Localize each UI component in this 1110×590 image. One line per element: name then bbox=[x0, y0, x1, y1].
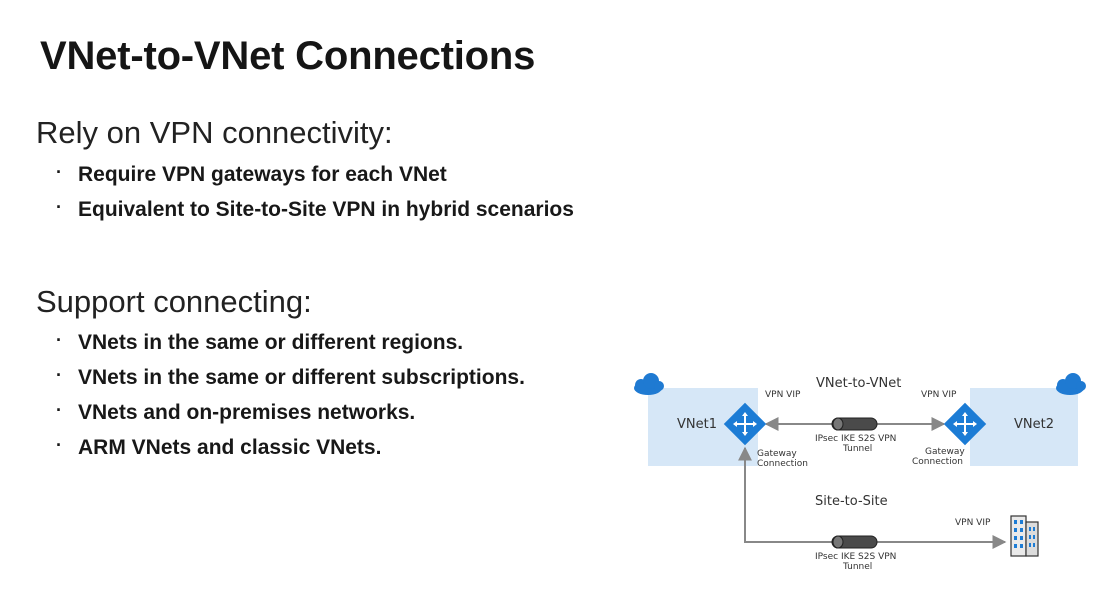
gateway-connection-label: Connection bbox=[757, 459, 808, 469]
cloud-icon bbox=[634, 373, 664, 395]
section-heading-vpn: Rely on VPN connectivity: bbox=[36, 115, 393, 150]
gateway-connection-label: Gateway bbox=[757, 449, 797, 459]
bullet-item: ·ARM VNets and classic VNets. bbox=[56, 430, 525, 465]
cloud-icon bbox=[1056, 373, 1086, 395]
vpn-tunnel-icon bbox=[831, 417, 878, 431]
bullet-item: ·VNets and on-premises networks. bbox=[56, 395, 525, 430]
bullet-item: ·Require VPN gateways for each VNet bbox=[56, 157, 574, 192]
vpn-vip-label: VPN VIP bbox=[765, 390, 801, 400]
on-premises-building-icon bbox=[1010, 515, 1039, 557]
bullet-item: ·VNets in the same or different subscrip… bbox=[56, 360, 525, 395]
gateway-connection-label: Connection bbox=[912, 457, 963, 467]
bullet-dot-icon: · bbox=[56, 197, 62, 217]
vnet1-label: VNet1 bbox=[677, 417, 717, 432]
bullet-list-support: ·VNets in the same or different regions.… bbox=[56, 325, 525, 465]
bullet-dot-icon: · bbox=[56, 330, 62, 350]
vnet2-label: VNet2 bbox=[1014, 417, 1054, 432]
gateway-connection-label: Gateway bbox=[925, 447, 965, 457]
bullet-dot-icon: · bbox=[56, 162, 62, 182]
bullet-item: ·VNets in the same or different regions. bbox=[56, 325, 525, 360]
tunnel-label: Tunnel bbox=[842, 444, 872, 454]
tunnel-label: Tunnel bbox=[842, 562, 872, 572]
bullet-item: ·Equivalent to Site-to-Site VPN in hybri… bbox=[56, 192, 574, 227]
vnet2-box bbox=[970, 388, 1078, 466]
site-to-site-link bbox=[738, 446, 832, 543]
vpn-vip-label: VPN VIP bbox=[921, 390, 957, 400]
site-to-site-label: Site-to-Site bbox=[815, 494, 888, 509]
bullet-dot-icon: · bbox=[56, 435, 62, 455]
vpn-vip-label: VPN VIP bbox=[955, 518, 991, 528]
tunnel-label: IPsec IKE S2S VPN bbox=[815, 434, 896, 444]
vnet-to-vnet-label: VNet-to-VNet bbox=[816, 376, 901, 391]
bullet-dot-icon: · bbox=[56, 400, 62, 420]
bullet-list-vpn: ·Require VPN gateways for each VNet ·Equ… bbox=[56, 157, 574, 227]
bullet-dot-icon: · bbox=[56, 365, 62, 385]
slide-title: VNet-to-VNet Connections bbox=[40, 34, 536, 78]
vpn-tunnel-icon bbox=[831, 535, 878, 549]
section-heading-support: Support connecting: bbox=[36, 284, 312, 319]
tunnel-label: IPsec IKE S2S VPN bbox=[815, 552, 896, 562]
vnet-diagram: VNet1 VNet2 VNet-to-VNet Site-to-Site VP… bbox=[634, 373, 1086, 572]
